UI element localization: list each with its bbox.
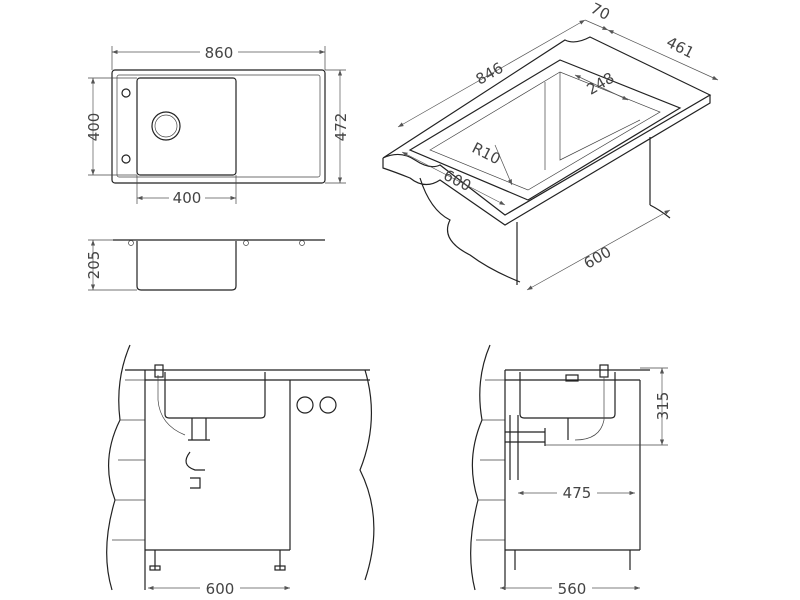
tap-hole-icon [121,154,131,164]
side-view: 205 [85,239,325,291]
dimension-600-front: 600 [440,166,474,195]
outlet-icon [296,396,314,414]
dimension-315: 315 [654,392,672,421]
top-view: 860 472 400 400 [85,44,350,207]
sink-rim [116,74,321,178]
dimension-475: 475 [563,484,592,502]
outlet-icon [319,396,337,414]
front-install-view: 600 [106,344,375,598]
side-install-view: 315 475 560 [470,344,672,598]
dimension-600-install: 600 [206,580,235,598]
dimension-600-cabinet: 600 [581,243,615,273]
bowl-outline [136,77,237,176]
isometric-view: 846 70 461 248 R10 600 600 [382,0,719,291]
dimension-560: 560 [558,580,587,598]
dimension-400-horizontal: 400 [173,189,202,207]
dimension-248: 248 [584,69,618,99]
tap-hole-icon [121,88,131,98]
sink-outline [111,69,326,184]
drain-icon [151,111,181,141]
dimension-70: 70 [588,0,613,24]
dimension-400-vertical: 400 [85,113,103,142]
dimension-r10: R10 [469,139,503,168]
dimension-205: 205 [85,251,103,280]
dimension-472: 472 [332,113,350,142]
dimension-860: 860 [205,44,234,62]
dimension-846: 846 [473,59,507,89]
